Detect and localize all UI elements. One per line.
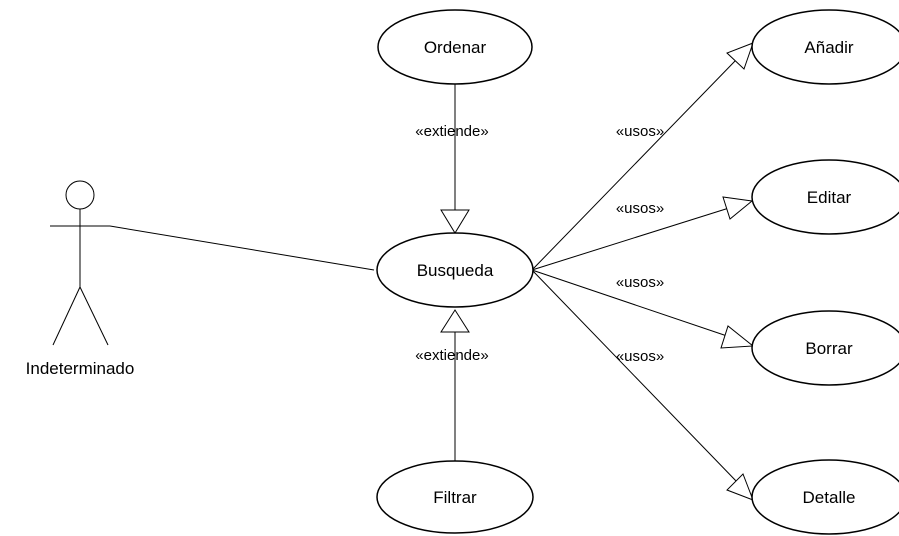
- use-case-detalle: Detalle: [751, 459, 899, 535]
- use-case-editar-label: Editar: [807, 188, 852, 207]
- use-case-busqueda: Busqueda: [376, 232, 534, 308]
- actor-head: [65, 180, 95, 210]
- use-case-borrar: Borrar: [751, 310, 899, 386]
- uses-label-anadir: «usos»: [616, 123, 664, 140]
- uses-label-detalle: «usos»: [616, 348, 664, 365]
- use-case-ordenar-label: Ordenar: [424, 38, 487, 57]
- extend-label-bottom: «extiende»: [415, 347, 488, 364]
- uses-line-detalle: [531, 269, 739, 484]
- use-case-ordenar: Ordenar: [377, 9, 533, 85]
- extend-arrowhead-ordenar: [440, 209, 470, 234]
- uses-line-editar: [531, 207, 730, 271]
- actor-right-leg: [79, 286, 109, 346]
- uses-label-borrar: «usos»: [616, 274, 664, 291]
- use-case-detalle-label: Detalle: [803, 488, 856, 507]
- uses-line-borrar: [531, 269, 731, 338]
- extend-arrowhead-filtrar: [440, 309, 470, 333]
- uses-label-editar: «usos»: [616, 200, 664, 217]
- use-case-anadir: Añadir: [751, 9, 899, 85]
- uses-arrowhead-anadir: [726, 42, 754, 70]
- uses-arrowhead-detalle: [726, 473, 754, 501]
- actor-label: Indeterminado: [26, 359, 135, 378]
- use-case-busqueda-label: Busqueda: [417, 261, 494, 280]
- use-case-anadir-label: Añadir: [804, 38, 853, 57]
- uses-arrowhead-editar: [722, 196, 754, 220]
- use-case-filtrar-label: Filtrar: [433, 488, 477, 507]
- use-case-editar: Editar: [751, 159, 899, 235]
- actor-figure: [50, 180, 110, 346]
- uses-arrowhead-borrar: [720, 325, 755, 349]
- uses-line-anadir: [531, 59, 737, 271]
- actor-left-leg: [52, 286, 81, 346]
- association-actor-busqueda: [109, 225, 375, 271]
- use-case-borrar-label: Borrar: [805, 339, 853, 358]
- use-case-filtrar: Filtrar: [376, 460, 534, 534]
- extend-label-top: «extiende»: [415, 123, 488, 140]
